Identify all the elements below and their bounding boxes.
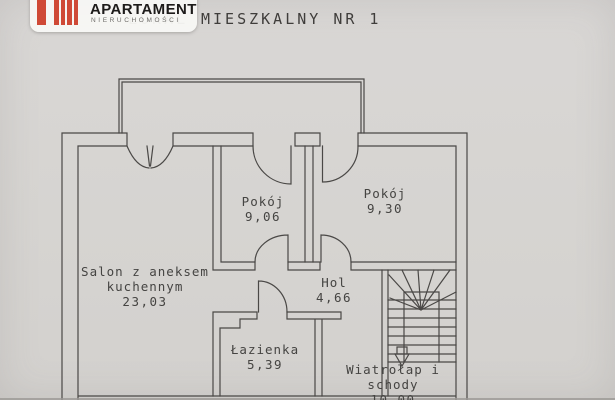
building-bars-icon — [73, 0, 78, 25]
room-name: Hol — [321, 275, 347, 290]
bathroom-door-swing — [257, 280, 288, 313]
building-bars-icon — [67, 0, 72, 25]
room-name: Łazienka — [230, 342, 300, 357]
bedroom1-window-door — [252, 145, 292, 185]
room-label-hol: Hol 4,66 — [294, 275, 374, 306]
stair-winder-lines — [388, 269, 457, 311]
agency-logo-subtitle: NIERUCHOMOŚCI — [91, 17, 181, 24]
room-area: 10,00 — [370, 391, 416, 400]
room-area: 9,30 — [366, 200, 404, 216]
bedroom2-door-swing — [320, 234, 352, 263]
bedroom-partition-wall — [304, 145, 314, 263]
bedroom1-door-swing — [254, 234, 289, 263]
room-name: Pokój — [241, 194, 285, 209]
building-bars-icon — [37, 0, 46, 25]
room-name: Salon z aneksem kuchennym — [81, 264, 209, 294]
stair-walls — [381, 269, 389, 397]
balcony-door-swing — [126, 145, 174, 169]
agency-logo-brand: APARTAMENT — [90, 1, 197, 18]
room-area: 5,39 — [246, 356, 284, 372]
room-label-pokoj-2: Pokój 9,30 — [325, 186, 445, 217]
room-area: 4,66 — [315, 289, 353, 305]
bedroom2-window-door — [321, 145, 359, 183]
drawing-title: MIESZKALNY NR 1 — [201, 10, 382, 28]
room-label-salon: Salon z aneksem kuchennym 23,03 — [74, 264, 216, 309]
room-name: Wiatrołap i schody — [346, 362, 440, 392]
interior-walls-hall — [212, 145, 457, 271]
agency-logo: APARTAMENT NIERUCHOMOŚCI — [30, 0, 197, 32]
building-bars-icon — [60, 0, 65, 25]
room-area: 9,06 — [244, 208, 282, 224]
building-bars-icon — [54, 0, 59, 25]
room-label-wiatrolap: Wiatrołap i schody 10,00 — [322, 362, 464, 400]
room-name: Pokój — [363, 186, 407, 201]
room-area: 23,03 — [122, 293, 168, 309]
room-label-lazienka: Łazienka 5,39 — [205, 342, 325, 373]
balcony-outline — [118, 78, 365, 134]
room-label-pokoj-1: Pokój 9,06 — [203, 194, 323, 225]
bathroom-walls — [212, 311, 342, 397]
stair-direction-arrow — [393, 346, 411, 368]
